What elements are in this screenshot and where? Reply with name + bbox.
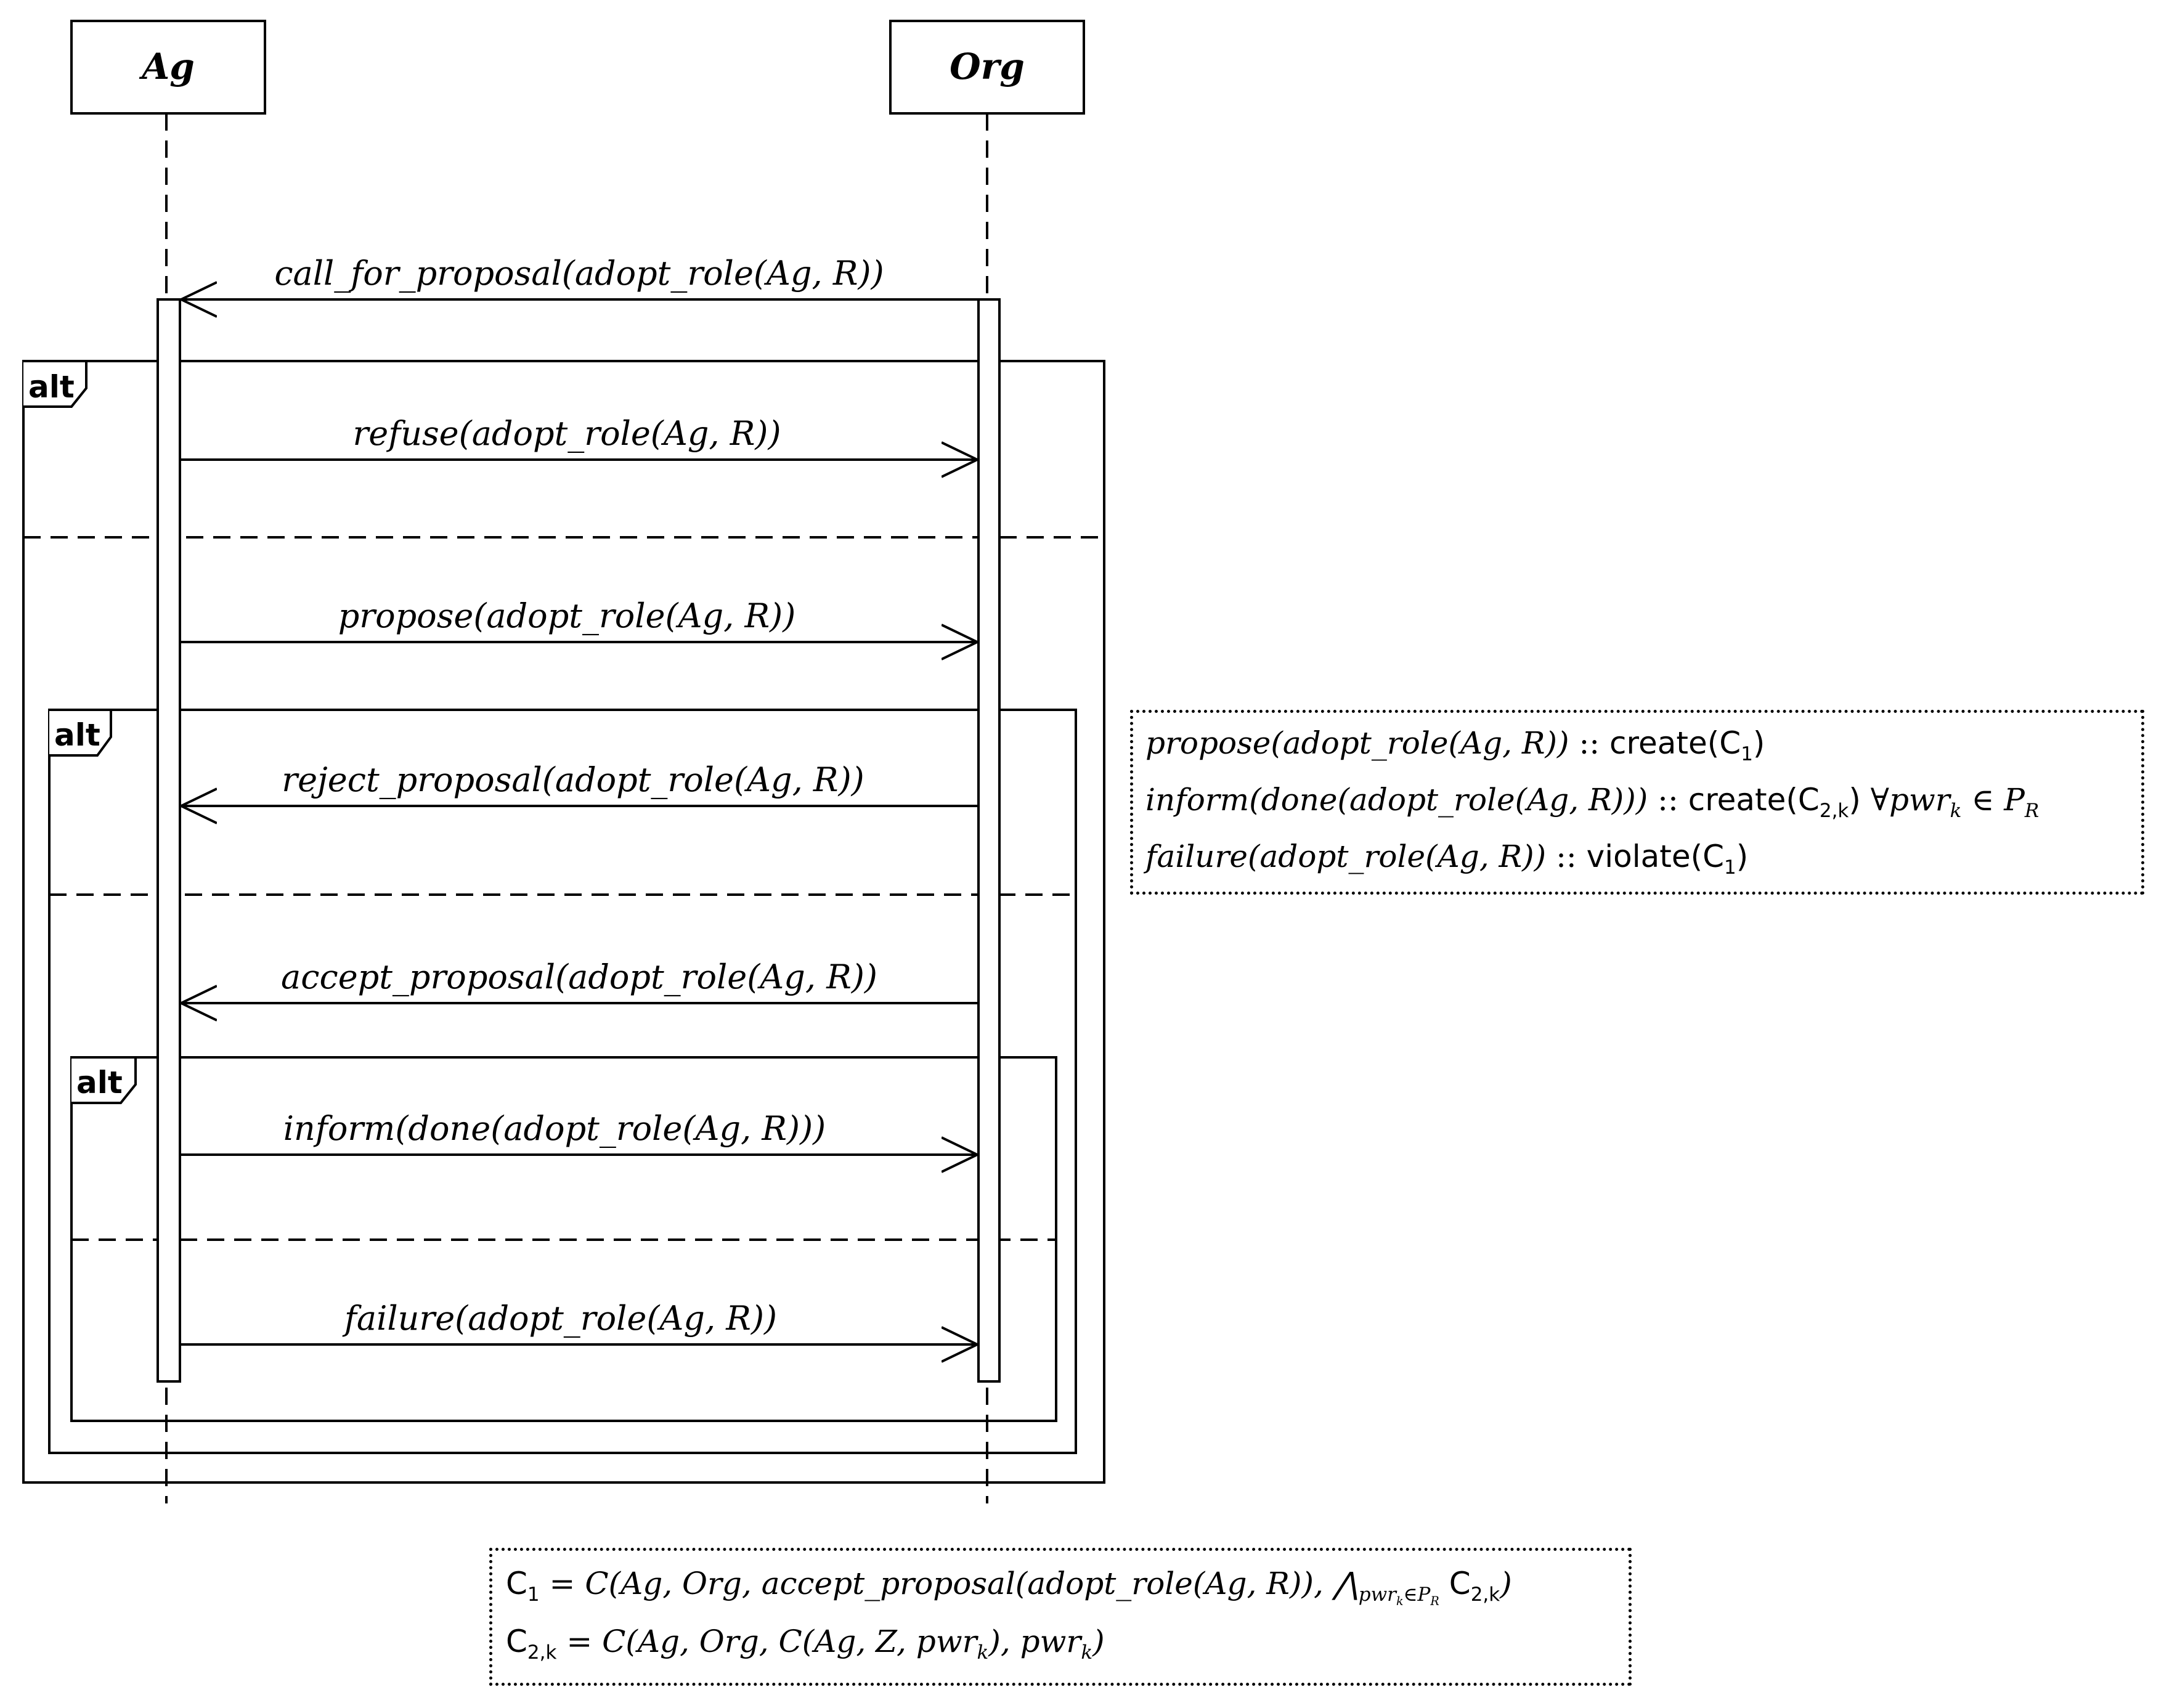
effect-msg: inform(done(adopt_role(Ag, R))) xyxy=(1145,782,1648,818)
alt-fragment-outer: alt xyxy=(22,360,1105,1484)
effect-msg: propose(adopt_role(Ag, R)) xyxy=(1145,725,1569,761)
actor-ag: Ag xyxy=(70,20,266,115)
c1-close: ) xyxy=(1500,1566,1512,1601)
alt-fragment-middle: alt xyxy=(48,709,1077,1454)
message-reject-proposal: reject_proposal(adopt_role(Ag, R)) xyxy=(181,760,978,806)
effect-sub: 1 xyxy=(1724,856,1736,879)
c1-lhs-sub: 1 xyxy=(527,1584,540,1606)
effect-quantifier: ∀pwr xyxy=(1860,782,1950,818)
c1-tail-sub: 2,k xyxy=(1470,1584,1500,1606)
c2-lhs: C xyxy=(506,1624,527,1659)
alt-label-outer: alt xyxy=(28,369,75,405)
c2-rhs-b: ), pwr xyxy=(988,1624,1081,1659)
message-refuse: refuse(adopt_role(Ag, R)) xyxy=(180,414,977,460)
c2-lhs-sub: 2,k xyxy=(527,1641,557,1664)
message-call-for-proposal: call_for_proposal(adopt_role(Ag, R)) xyxy=(181,254,978,299)
effects-note: propose(adopt_role(Ag, R)) :: create(C1)… xyxy=(1130,710,2144,895)
effect-tail: ) xyxy=(1849,782,1861,818)
message-reject-proposal-label: reject_proposal(adopt_role(Ag, R)) xyxy=(282,760,864,799)
effect-sep: :: xyxy=(1546,839,1587,874)
actor-org-label: Org xyxy=(950,46,1025,87)
effect-tail: ) xyxy=(1752,725,1765,761)
c1-rhs: C(Ag, Org, accept_proposal(adopt_role(Ag… xyxy=(585,1566,1359,1601)
effect-op: create(C xyxy=(1609,725,1741,761)
effect-membership-sub: R xyxy=(2024,800,2040,822)
message-accept-proposal-label: accept_proposal(adopt_role(Ag, R)) xyxy=(281,958,877,996)
c1-tail-c: C xyxy=(1439,1566,1471,1601)
activation-bar-org xyxy=(977,298,1001,1383)
effect-line-inform: inform(done(adopt_role(Ag, R))) :: creat… xyxy=(1145,782,2039,822)
effect-op: violate(C xyxy=(1586,839,1725,874)
effect-msg: failure(adopt_role(Ag, R)) xyxy=(1145,839,1547,874)
c2-eq: = xyxy=(556,1624,603,1659)
c1-conj-sub: pwrk∈PR xyxy=(1358,1584,1439,1609)
message-propose: propose(adopt_role(Ag, R)) xyxy=(180,596,977,642)
effect-sub: 2,k xyxy=(1819,800,1849,822)
effect-sep: :: xyxy=(1648,782,1688,818)
message-call-for-proposal-label: call_for_proposal(adopt_role(Ag, R)) xyxy=(274,254,884,293)
c1-lhs: C xyxy=(506,1566,527,1601)
actor-ag-label: Ag xyxy=(139,46,195,87)
c2-rhs-a: C(Ag, Org, C(Ag, Z, pwr xyxy=(602,1624,977,1659)
message-accept-proposal: accept_proposal(adopt_role(Ag, R)) xyxy=(181,958,978,1003)
effect-line-propose: propose(adopt_role(Ag, R)) :: create(C1) xyxy=(1145,725,1765,765)
alt-label-inner: alt xyxy=(76,1065,123,1100)
definition-c2k: C2,k = C(Ag, Org, C(Ag, Z, pwrk), pwrk) xyxy=(506,1624,1105,1664)
message-inform: inform(done(adopt_role(Ag, R))) xyxy=(180,1109,977,1155)
c2-rhs-sub1: k xyxy=(977,1641,989,1664)
message-failure: failure(adopt_role(Ag, R)) xyxy=(180,1299,977,1344)
effect-tail: ) xyxy=(1736,839,1749,874)
effect-op: create(C xyxy=(1688,782,1820,818)
effect-membership: ∈ P xyxy=(1961,782,2025,818)
alt-label-middle: alt xyxy=(54,717,100,753)
c2-rhs-c: ) xyxy=(1092,1624,1105,1659)
definition-c1: C1 = C(Ag, Org, accept_proposal(adopt_ro… xyxy=(506,1566,1512,1608)
effect-quantifier-sub: k xyxy=(1950,800,1962,822)
message-refuse-label: refuse(adopt_role(Ag, R)) xyxy=(352,414,781,453)
effect-sub: 1 xyxy=(1741,743,1753,765)
activation-bar-ag xyxy=(157,298,181,1383)
message-propose-label: propose(adopt_role(Ag, R)) xyxy=(338,596,796,635)
effect-line-failure: failure(adopt_role(Ag, R)) :: violate(C1… xyxy=(1145,839,1748,879)
effect-sep: :: xyxy=(1569,725,1610,761)
definitions-note: C1 = C(Ag, Org, accept_proposal(adopt_ro… xyxy=(489,1548,1632,1686)
actor-org: Org xyxy=(889,20,1085,115)
message-inform-label: inform(done(adopt_role(Ag, R))) xyxy=(283,1109,826,1148)
alt-fragment-inner: alt xyxy=(70,1056,1057,1422)
message-failure-label: failure(adopt_role(Ag, R)) xyxy=(342,1299,777,1338)
c1-eq: = xyxy=(539,1566,585,1601)
c2-rhs-sub2: k xyxy=(1081,1641,1093,1664)
